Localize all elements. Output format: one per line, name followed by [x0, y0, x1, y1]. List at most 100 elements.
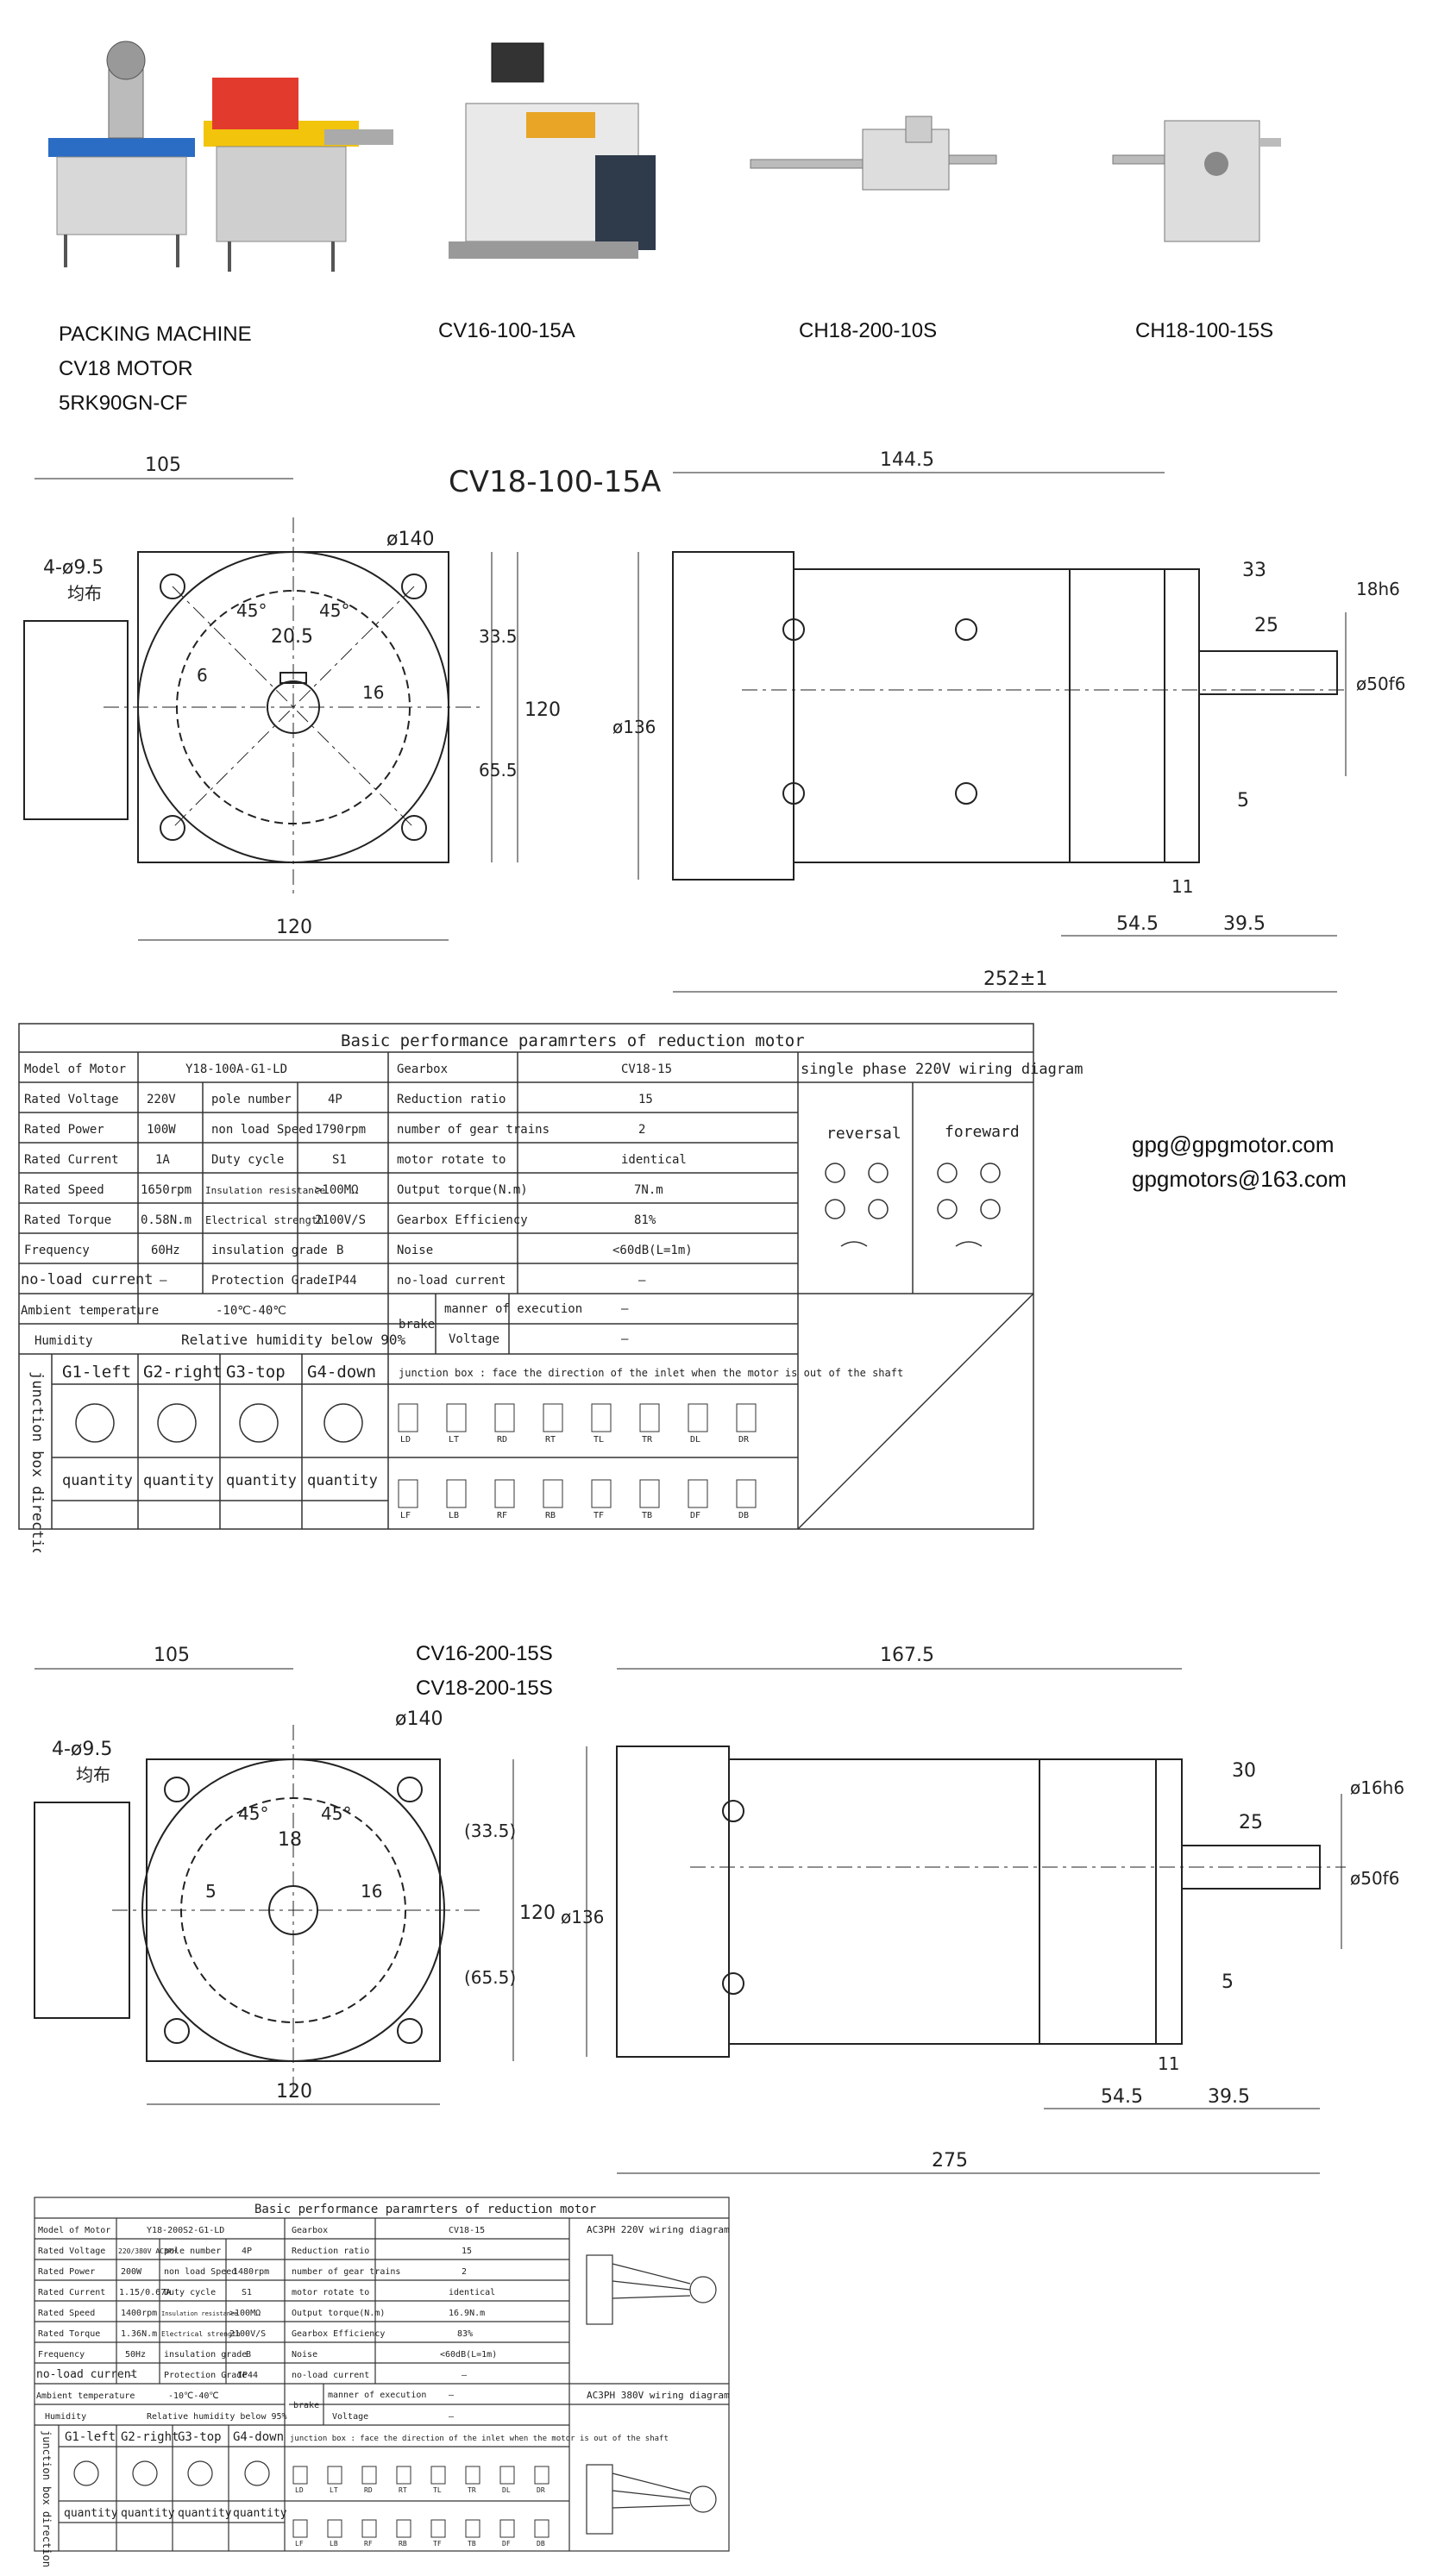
junction-code-tr: TR	[642, 1435, 653, 1445]
quantity-label: quantity	[64, 2507, 118, 2520]
junction-code-tl: TL	[433, 2486, 442, 2494]
g-head: G1-left	[65, 2430, 116, 2444]
g-head: G2-right	[143, 1363, 223, 1382]
cell: <60dB(L=1m)	[440, 2350, 497, 2360]
junction-glyph-lb	[446, 1479, 467, 1508]
dim-dia140: ø140	[395, 1708, 443, 1730]
cell: Rated Voltage	[38, 2247, 105, 2256]
cell: —	[638, 1274, 646, 1288]
cell: 1.36N.m	[121, 2329, 157, 2339]
dim-144-5: 144.5	[880, 449, 934, 471]
cell: Frequency	[24, 1244, 90, 1257]
junction-code-dr: DR	[537, 2486, 545, 2494]
junction-glyph-tr	[639, 1403, 660, 1432]
junction-code-dr: DR	[738, 1435, 750, 1445]
dim-45-left: 45°	[238, 1803, 268, 1824]
cell: >100MΩ	[315, 1183, 359, 1197]
cell: Rated Power	[38, 2267, 95, 2277]
cell: 220V	[147, 1093, 176, 1106]
cell: no-load current	[21, 1271, 154, 1288]
cell: Rated Power	[24, 1123, 104, 1137]
cell: Gearbox	[397, 1062, 448, 1076]
cell: 15	[462, 2247, 472, 2256]
cell: Rated Speed	[24, 1183, 104, 1197]
cell: Model of Motor	[24, 1062, 126, 1076]
cell: B	[336, 1244, 343, 1257]
email-2[interactable]: gpgmotors@163.com	[1132, 1166, 1347, 1192]
cell: 220/380V AC3PH	[118, 2247, 177, 2255]
junction-glyph-tl	[591, 1403, 612, 1432]
cell: Duty cycle	[164, 2288, 216, 2297]
cell: motor rotate to	[397, 1153, 506, 1167]
cell: CV18-15	[621, 1062, 672, 1076]
cell: manner of execution	[444, 1302, 582, 1316]
caption-ch18-100-15s: CH18-100-15S	[1135, 319, 1274, 342]
junction-glyph-rt	[543, 1403, 563, 1432]
dim-18h6: 18h6	[1356, 579, 1400, 599]
product-photo-ch18-200-10s	[742, 103, 1001, 224]
cell: Electrical strength	[161, 2330, 241, 2338]
cell: —	[462, 2371, 468, 2380]
cell: Noise	[292, 2350, 317, 2360]
cell: —	[129, 2371, 135, 2380]
dim-16h6: ø16h6	[1350, 1777, 1404, 1798]
cell: non load Speed	[211, 1123, 313, 1137]
dim-16: 16	[361, 1881, 382, 1902]
junction-code-rd: RD	[497, 1435, 507, 1445]
email-1[interactable]: gpg@gpgmotor.com	[1132, 1131, 1335, 1157]
cell: no-load current	[397, 1274, 506, 1288]
junction-code-rb: RB	[399, 2540, 407, 2548]
dim-252: 252±1	[983, 968, 1047, 990]
junction-glyph-tl	[430, 2466, 446, 2485]
table-title: Basic performance paramrters of reductio…	[341, 1031, 805, 1050]
junction-glyph-tb	[465, 2519, 480, 2538]
cell: Ambient temperature	[21, 1304, 159, 1318]
junction-code-rt: RT	[399, 2486, 407, 2494]
junction-code-tf: TF	[433, 2540, 442, 2548]
junction-glyph-df	[499, 2519, 515, 2538]
junction-code-lf: LF	[400, 1511, 411, 1520]
junction-note: junction box : face the direction of the…	[290, 2435, 669, 2443]
cell: Reduction ratio	[397, 1093, 506, 1106]
cell: 2100V/S	[315, 1213, 366, 1227]
junction-code-df: DF	[690, 1511, 700, 1520]
dim-20-5: 20.5	[271, 626, 313, 648]
cell: 1650rpm	[141, 1183, 192, 1197]
cell: Output torque(N.m)	[397, 1183, 528, 1197]
cell: Protection Grade	[211, 1274, 328, 1288]
cell: 100W	[147, 1123, 176, 1137]
drawing-2-models: CV16-200-15S CV18-200-15S	[416, 1637, 553, 1706]
drawing-title: CV18-100-15A	[449, 465, 661, 499]
cell: no-load current	[36, 2368, 137, 2381]
dim-11: 11	[1171, 876, 1193, 897]
junction-glyph-lf	[398, 1479, 418, 1508]
cell: Relative humidity below 95%	[147, 2412, 287, 2422]
cell: Voltage	[332, 2412, 368, 2422]
dim-33-5: (33.5)	[464, 1821, 516, 1841]
quantity-label: quantity	[307, 1472, 378, 1489]
cell: 7N.m	[634, 1183, 663, 1197]
model-line: CV16-200-15S	[416, 1642, 553, 1665]
dim-45-right: 45°	[321, 1803, 351, 1824]
dim-holes: 4-ø9.5	[43, 557, 104, 579]
junction-code-dl: DL	[502, 2486, 511, 2494]
dim-33: 33	[1242, 560, 1266, 581]
wiring-title-380: AC3PH 380V wiring diagram	[587, 2390, 730, 2401]
g-head: G3-top	[226, 1363, 286, 1382]
cell: Output torque(N.m)	[292, 2309, 385, 2318]
dim-120-v: 120	[519, 1902, 556, 1924]
cell: <60dB(L=1m)	[612, 1244, 693, 1257]
product-photo-ch18-100-15s	[1104, 103, 1285, 267]
model-line: CV18-200-15S	[416, 1677, 553, 1700]
cell: insulation grade	[211, 1244, 328, 1257]
cell: 50Hz	[125, 2350, 146, 2360]
cell: Insulation resistance	[205, 1185, 325, 1196]
junction-glyph-dr	[736, 1403, 757, 1432]
cell: insulation grade	[164, 2350, 247, 2360]
junction-code-rt: RT	[545, 1435, 556, 1445]
wiring-reversal: reversal	[826, 1125, 901, 1143]
dim-105: 105	[154, 1645, 190, 1666]
cell: no-load current	[292, 2371, 369, 2380]
cell: S1	[332, 1153, 347, 1167]
